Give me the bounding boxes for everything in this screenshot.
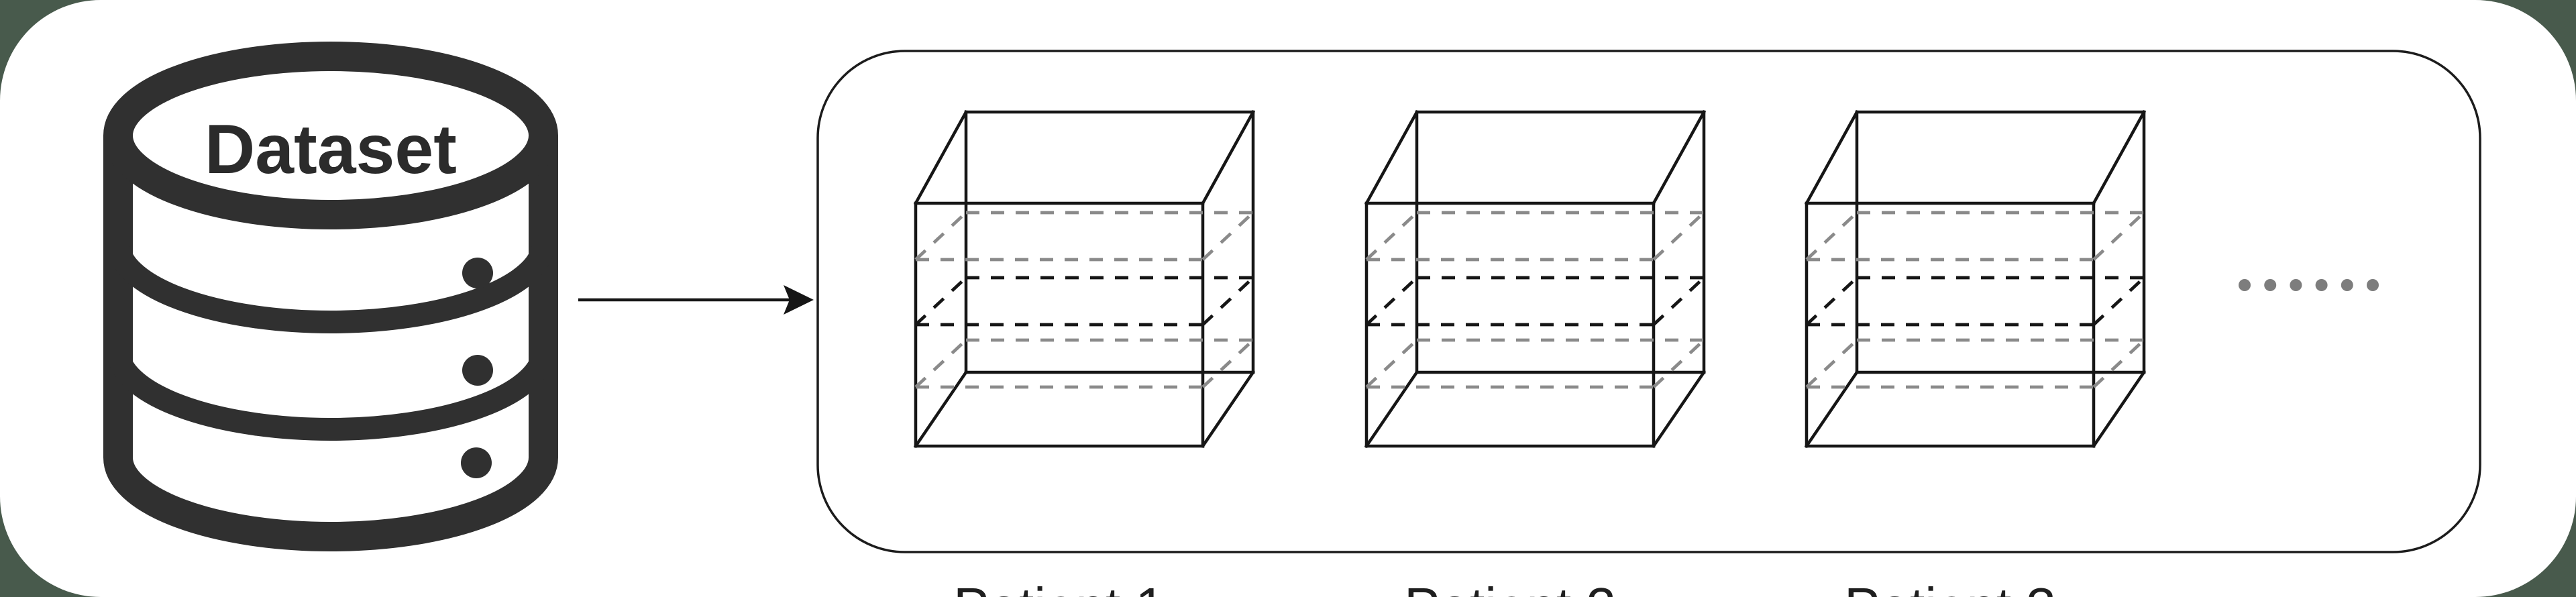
slice-left-diagonal	[1805, 339, 1858, 388]
patient-label: Patient 1	[953, 577, 1165, 597]
cube-bottom-right-diagonal	[1200, 370, 1256, 449]
cube-bottom-left-diagonal	[913, 370, 969, 449]
cube-top-left-diagonal	[1364, 109, 1419, 206]
database-top-ellipse	[103, 42, 558, 229]
slice-left-diagonal	[1365, 211, 1418, 261]
cube-top-right-diagonal	[2091, 109, 2147, 206]
database-band-separator	[107, 349, 555, 441]
flow-arrow-icon	[578, 285, 814, 315]
patient-cubes-group: Patient 1 Patient 2 Patient 3	[913, 109, 2147, 597]
ellipsis-dot	[2367, 279, 2379, 291]
slice-left-diagonal	[914, 339, 967, 388]
patients-panel	[816, 50, 2481, 553]
slice-right-diagonal	[1201, 276, 1254, 326]
patient-cube: Patient 3	[1804, 109, 2147, 597]
database-icon: Dataset	[103, 42, 558, 551]
slice-right-diagonal	[1201, 339, 1254, 388]
patient-label: Patient 3	[1844, 577, 2056, 597]
cube-bottom-right-diagonal	[1651, 370, 1707, 449]
slice-left-diagonal	[1365, 276, 1418, 326]
ellipsis-dot	[2341, 279, 2353, 291]
cube-bottom-left-diagonal	[1364, 370, 1419, 449]
slice-left-diagonal	[1365, 339, 1418, 388]
cube-top-left-diagonal	[1804, 109, 1860, 206]
cube-top-left-diagonal	[913, 109, 969, 206]
slice-right-diagonal	[1652, 339, 1705, 388]
patient-label: Patient 2	[1404, 577, 1616, 597]
patient-cube: Patient 1	[913, 109, 1256, 597]
cube-top-right-diagonal	[1200, 109, 1256, 206]
slice-right-diagonal	[1652, 276, 1705, 326]
database-led-dot	[462, 355, 493, 386]
slice-right-diagonal	[1652, 211, 1705, 261]
dataset-label: Dataset	[205, 111, 457, 188]
slice-right-diagonal	[1201, 211, 1254, 261]
database-body	[103, 135, 558, 551]
ellipsis-dot	[2239, 279, 2251, 291]
ellipsis-dot	[2264, 279, 2277, 291]
ellipsis-dot	[2315, 279, 2328, 291]
database-led-dot	[462, 258, 493, 288]
slice-left-diagonal	[914, 211, 967, 261]
slice-left-diagonal	[914, 276, 967, 326]
patient-cube: Patient 2	[1364, 109, 1707, 597]
arrow-head	[784, 285, 814, 315]
more-patients-ellipsis	[2239, 279, 2379, 291]
slice-right-diagonal	[2092, 211, 2145, 261]
database-band-separator	[107, 242, 555, 333]
slice-right-diagonal	[2092, 276, 2145, 326]
cube-bottom-right-diagonal	[2091, 370, 2147, 449]
slice-right-diagonal	[2092, 339, 2145, 388]
slice-left-diagonal	[1805, 276, 1858, 326]
cube-bottom-left-diagonal	[1804, 370, 1860, 449]
database-led-dot	[461, 447, 492, 478]
ellipsis-dot	[2290, 279, 2302, 291]
slice-left-diagonal	[1805, 211, 1858, 261]
cube-top-right-diagonal	[1651, 109, 1707, 206]
